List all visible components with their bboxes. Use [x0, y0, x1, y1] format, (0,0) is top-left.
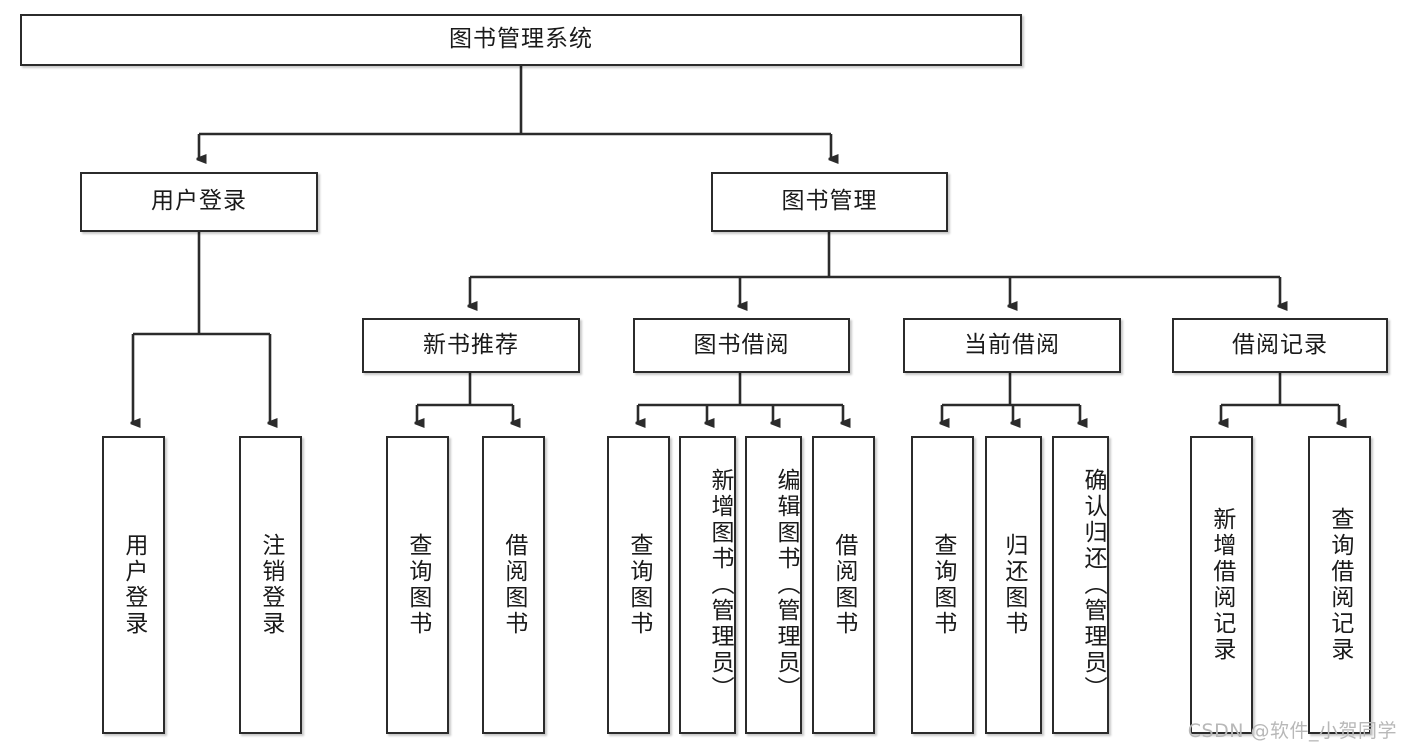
node-leaf-return-book-label: 归还图书: [1000, 533, 1027, 637]
node-leaf-add-record[interactable]: 新增借阅记录: [1190, 436, 1253, 734]
node-leaf-user-login-label: 用户登录: [120, 533, 147, 637]
node-borrow-record[interactable]: 借阅记录: [1172, 318, 1388, 373]
node-leaf-add-book-label: 新增图书（管理员）: [707, 468, 733, 702]
node-leaf-borrow-book-bb-label: 借阅图书: [830, 533, 857, 637]
node-leaf-edit-book-label: 编辑图书（管理员）: [773, 468, 799, 702]
node-borrow-record-label: 借阅记录: [1232, 331, 1328, 358]
node-leaf-user-login[interactable]: 用户登录: [102, 436, 165, 734]
node-root[interactable]: 图书管理系统: [20, 14, 1022, 66]
node-leaf-borrow-book-bb[interactable]: 借阅图书: [812, 436, 875, 734]
node-leaf-user-logout-label: 注销登录: [257, 533, 284, 637]
node-user-login-label: 用户登录: [151, 188, 247, 215]
node-book-borrow[interactable]: 图书借阅: [633, 318, 850, 373]
node-leaf-query-book-cb-label: 查询图书: [929, 533, 956, 637]
node-leaf-query-book-rec[interactable]: 查询图书: [386, 436, 449, 734]
node-leaf-edit-book[interactable]: 编辑图书（管理员）: [745, 436, 802, 734]
node-leaf-borrow-book-rec[interactable]: 借阅图书: [482, 436, 545, 734]
node-leaf-query-book-rec-label: 查询图书: [404, 533, 431, 637]
node-leaf-return-book[interactable]: 归还图书: [985, 436, 1042, 734]
node-leaf-add-book[interactable]: 新增图书（管理员）: [679, 436, 736, 734]
node-leaf-query-book-cb[interactable]: 查询图书: [911, 436, 974, 734]
watermark-text: CSDN @软件_小贺同学: [1187, 720, 1397, 742]
node-leaf-query-record-label: 查询借阅记录: [1326, 507, 1353, 663]
node-book-borrow-label: 图书借阅: [693, 331, 790, 358]
node-new-book-rec[interactable]: 新书推荐: [362, 318, 580, 373]
node-leaf-confirm-return[interactable]: 确认归还（管理员）: [1052, 436, 1109, 734]
node-root-label: 图书管理系统: [449, 26, 593, 53]
node-leaf-query-book-bb[interactable]: 查询图书: [607, 436, 670, 734]
node-current-borrow-label: 当前借阅: [964, 331, 1060, 358]
node-leaf-query-book-bb-label: 查询图书: [625, 533, 652, 637]
node-leaf-borrow-book-rec-label: 借阅图书: [500, 533, 527, 637]
node-current-borrow[interactable]: 当前借阅: [903, 318, 1121, 373]
node-user-login[interactable]: 用户登录: [80, 172, 318, 232]
node-leaf-add-record-label: 新增借阅记录: [1208, 507, 1235, 663]
node-leaf-user-logout[interactable]: 注销登录: [239, 436, 302, 734]
node-leaf-confirm-return-label: 确认归还（管理员）: [1080, 468, 1106, 702]
node-new-book-rec-label: 新书推荐: [423, 331, 519, 358]
node-leaf-query-record[interactable]: 查询借阅记录: [1308, 436, 1371, 734]
node-book-manage-label: 图书管理: [781, 188, 878, 215]
node-book-manage[interactable]: 图书管理: [711, 172, 948, 232]
